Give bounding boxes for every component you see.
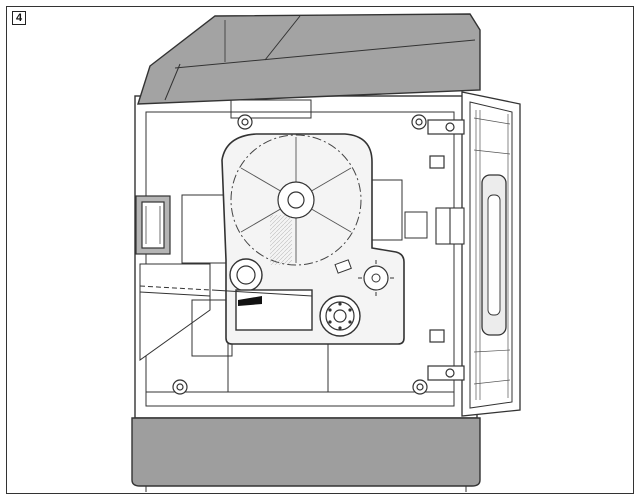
step-number-badge: 4 xyxy=(12,11,26,25)
hinge-top xyxy=(427,119,465,169)
screw-top-right xyxy=(411,114,427,130)
screw-bottom-right xyxy=(412,379,428,395)
base xyxy=(131,417,481,492)
side-port xyxy=(135,195,171,255)
tape-exit-chute xyxy=(139,263,211,361)
hinge-bottom xyxy=(427,329,465,381)
open-side-cover xyxy=(461,91,521,417)
top-cover xyxy=(137,13,481,105)
tape-cassette xyxy=(211,133,405,345)
figure-frame xyxy=(6,6,634,494)
door-latch xyxy=(435,207,465,245)
screw-bottom-left xyxy=(172,379,188,395)
screw-top-left xyxy=(237,114,253,130)
